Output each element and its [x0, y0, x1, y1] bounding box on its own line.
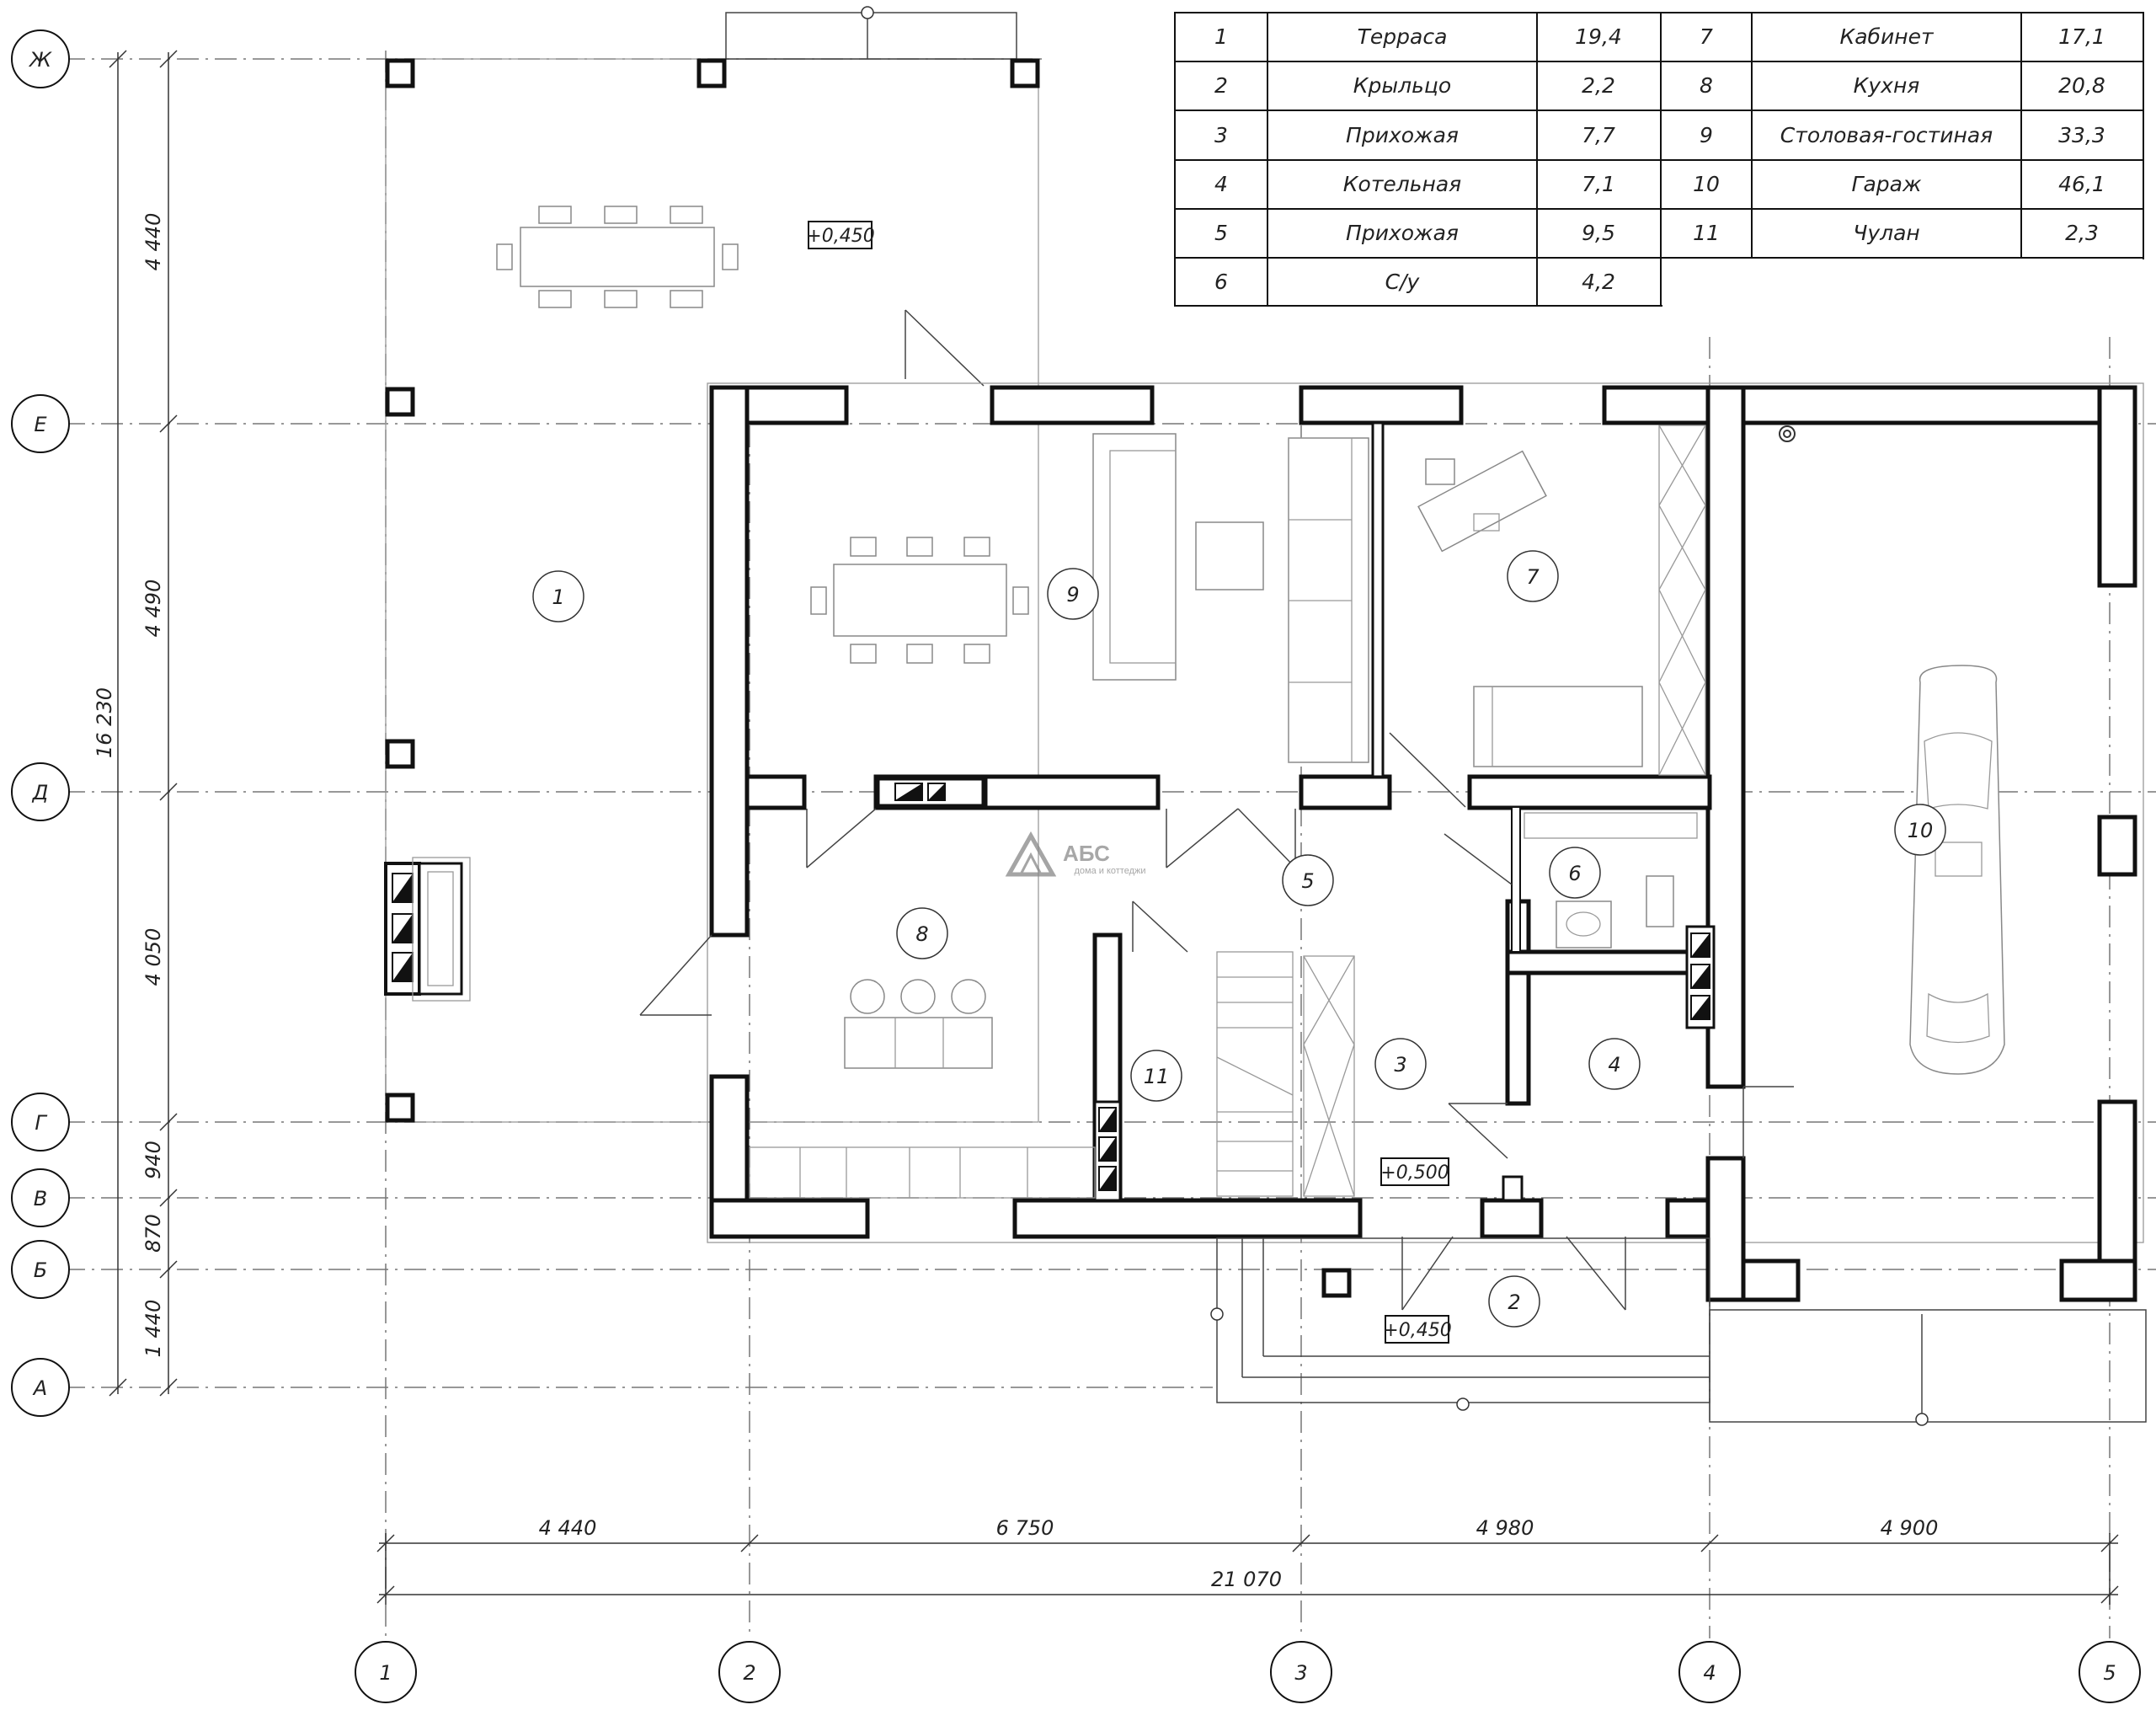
room-marker: 5 — [1301, 869, 1314, 893]
dim-vertical: 4 440 — [141, 213, 165, 271]
table-num: 11 — [1693, 221, 1720, 245]
table-name: Прихожая — [1346, 123, 1459, 147]
table-name: Кабинет — [1839, 24, 1934, 49]
dim-vertical: 1 440 — [141, 1300, 165, 1358]
room-marker: 4 — [1608, 1053, 1620, 1077]
table-num: 3 — [1214, 123, 1228, 147]
axis-label-row: Б — [34, 1258, 47, 1282]
table-area: 2,2 — [1582, 73, 1615, 98]
table-num: 6 — [1214, 270, 1228, 294]
dim-horizontal: 4 440 — [539, 1516, 597, 1540]
porch: +0,450 — [1210, 1236, 2147, 1426]
dim-vertical-total: 16 230 — [93, 687, 116, 758]
horizontal-dimensions: 4 440 6 750 4 980 4 900 21 070 — [376, 1516, 2119, 1605]
axis-label-row: А — [32, 1376, 47, 1400]
interior-doors — [639, 732, 1794, 1159]
table-area: 19,4 — [1575, 24, 1622, 49]
table-name: Гараж — [1852, 172, 1922, 196]
level-mark-porch: +0,450 — [1383, 1320, 1451, 1341]
table-num: 5 — [1214, 221, 1228, 245]
table-area: 33,3 — [2058, 123, 2105, 147]
table-name: С/у — [1385, 270, 1421, 294]
table-area: 7,1 — [1582, 172, 1615, 196]
table-name: Котельная — [1343, 172, 1461, 196]
axis-label-col: 1 — [379, 1661, 392, 1685]
table-num: 2 — [1214, 73, 1228, 98]
chimneys — [877, 778, 1716, 1202]
level-mark-hall: +0,500 — [1380, 1162, 1449, 1184]
room-marker: 3 — [1394, 1053, 1406, 1077]
axis-label-col: 5 — [2103, 1661, 2116, 1685]
table-area: 7,7 — [1582, 123, 1615, 147]
table-name: Терраса — [1358, 24, 1448, 49]
axis-label-row: Ж — [28, 48, 52, 72]
logo-name: АБС — [1063, 841, 1110, 866]
dim-vertical: 4 490 — [141, 580, 165, 638]
dim-horizontal: 4 980 — [1476, 1516, 1534, 1540]
table-area: 9,5 — [1582, 221, 1615, 245]
room-marker: 7 — [1526, 565, 1540, 589]
table-area: 46,1 — [2058, 172, 2105, 196]
column-axis-markers: 1 2 3 4 5 — [355, 1641, 2141, 1703]
room-marker: 8 — [915, 922, 928, 946]
terrace: +0,450 — [384, 6, 1040, 1123]
living-dining-furniture — [810, 433, 1369, 763]
level-mark-terrace: +0,450 — [806, 226, 874, 247]
dim-vertical: 870 — [141, 1214, 165, 1253]
room-marker: 1 — [552, 585, 564, 609]
brand-logo: АБС дома и коттеджи — [1005, 831, 1146, 877]
stairs — [1216, 951, 1355, 1197]
axis-label-row: Д — [32, 781, 49, 804]
dim-horizontal: 6 750 — [996, 1516, 1054, 1540]
room-marker: 9 — [1066, 583, 1079, 607]
table-area: 20,8 — [2058, 73, 2105, 98]
table-area: 17,1 — [2058, 24, 2105, 49]
kitchen-furniture — [749, 979, 1096, 1199]
table-num: 7 — [1700, 24, 1713, 49]
bathroom-fixtures — [1524, 812, 1698, 949]
dim-vertical: 4 050 — [141, 928, 165, 986]
room-marker: 10 — [1908, 819, 1934, 842]
logo-tagline: дома и коттеджи — [1074, 866, 1145, 876]
axis-label-col: 3 — [1294, 1661, 1307, 1685]
table-num: 9 — [1700, 123, 1713, 147]
logo-mark — [1005, 831, 1057, 877]
office-furniture — [1417, 425, 1706, 776]
table-name: Прихожая — [1346, 221, 1459, 245]
table-num: 1 — [1214, 24, 1228, 49]
table-name: Крыльцо — [1353, 73, 1451, 98]
room-marker: 2 — [1508, 1291, 1520, 1314]
table-num: 4 — [1214, 172, 1228, 196]
table-area: 2,3 — [2065, 221, 2099, 245]
house-walls — [707, 382, 2144, 1302]
axis-label-col: 2 — [743, 1661, 755, 1685]
table-area: 4,2 — [1582, 270, 1615, 294]
table-name: Кухня — [1854, 73, 1920, 98]
table-num: 8 — [1700, 73, 1713, 98]
dim-horizontal: 4 900 — [1881, 1516, 1939, 1540]
car — [1779, 425, 2005, 1075]
vertical-dimensions: 4 440 4 490 4 050 940 870 1 440 16 230 — [93, 50, 178, 1397]
dim-vertical: 940 — [141, 1141, 165, 1179]
room-markers: 1 2 3 4 5 6 7 8 9 10 11 — [532, 550, 1946, 1328]
room-schedule-table: 1 Терраса 19,4 2 Крыльцо 2,2 3 Прихожая … — [1174, 12, 2147, 310]
dim-horizontal-total: 21 070 — [1211, 1568, 1282, 1591]
table-num: 10 — [1693, 172, 1720, 196]
axis-label-row: В — [34, 1187, 47, 1210]
room-marker: 11 — [1144, 1065, 1170, 1088]
axis-label-row: Е — [34, 413, 47, 436]
room-marker: 6 — [1568, 862, 1581, 885]
axis-label-row: Г — [35, 1111, 47, 1135]
table-name: Чулан — [1853, 221, 1920, 245]
row-axis-markers: Ж Е Д Г В Б А — [11, 29, 70, 1417]
axis-label-col: 4 — [1703, 1661, 1716, 1685]
table-name: Столовая-гостиная — [1780, 123, 1993, 147]
